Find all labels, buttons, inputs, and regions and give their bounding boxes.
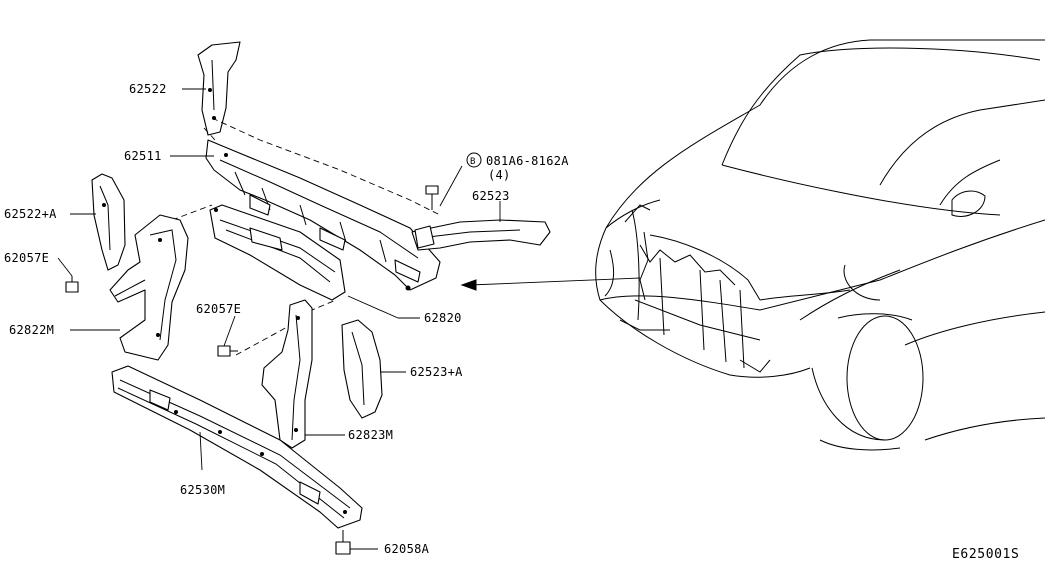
label-62820: 62820: [424, 311, 462, 325]
leader-lines: [57, 88, 501, 550]
callout-labels: 62522 62511 B 081A6-8162A (4) 62523 6252…: [4, 82, 1019, 562]
label-62523A: 62523+A: [410, 365, 463, 379]
bolt-62057E-left-icon: [65, 276, 79, 293]
car-illustration: [460, 39, 1045, 451]
part-62523A-air-guide: [341, 319, 383, 419]
label-62822M: 62822M: [9, 323, 54, 337]
part-62522A-air-guide: [91, 173, 126, 271]
label-bolt-spec: 081A6-8162A: [486, 154, 569, 168]
label-62523: 62523: [472, 189, 510, 203]
diagram-code: E625001S: [952, 547, 1019, 562]
label-bolt-qty: (4): [488, 168, 511, 182]
label-62823M: 62823M: [348, 428, 393, 442]
part-62523-bracket: [411, 219, 551, 251]
part-62823M-side-support: [261, 299, 313, 449]
part-62511-upper-support: [205, 139, 441, 291]
bolt-62058A-icon: [335, 530, 351, 555]
part-62522-bracket: [197, 41, 241, 136]
bolt-081A6-icon: [425, 185, 439, 210]
label-62058A: 62058A: [384, 542, 430, 556]
label-62522A: 62522+A: [4, 207, 57, 221]
label-62057E-left: 62057E: [4, 251, 49, 265]
label-62530M: 62530M: [180, 483, 225, 497]
part-62530M-lower-member: [111, 365, 363, 529]
bolt-badge-icon: [466, 152, 482, 168]
label-62511: 62511: [124, 149, 162, 163]
part-62820-cross-member: [209, 204, 346, 301]
part-62822M-side-support: [109, 214, 189, 361]
label-bolt-badge: B: [470, 157, 476, 167]
label-62057E-mid: 62057E: [196, 302, 241, 316]
label-62522: 62522: [129, 82, 167, 96]
bolt-62057E-mid-icon: [217, 345, 238, 357]
